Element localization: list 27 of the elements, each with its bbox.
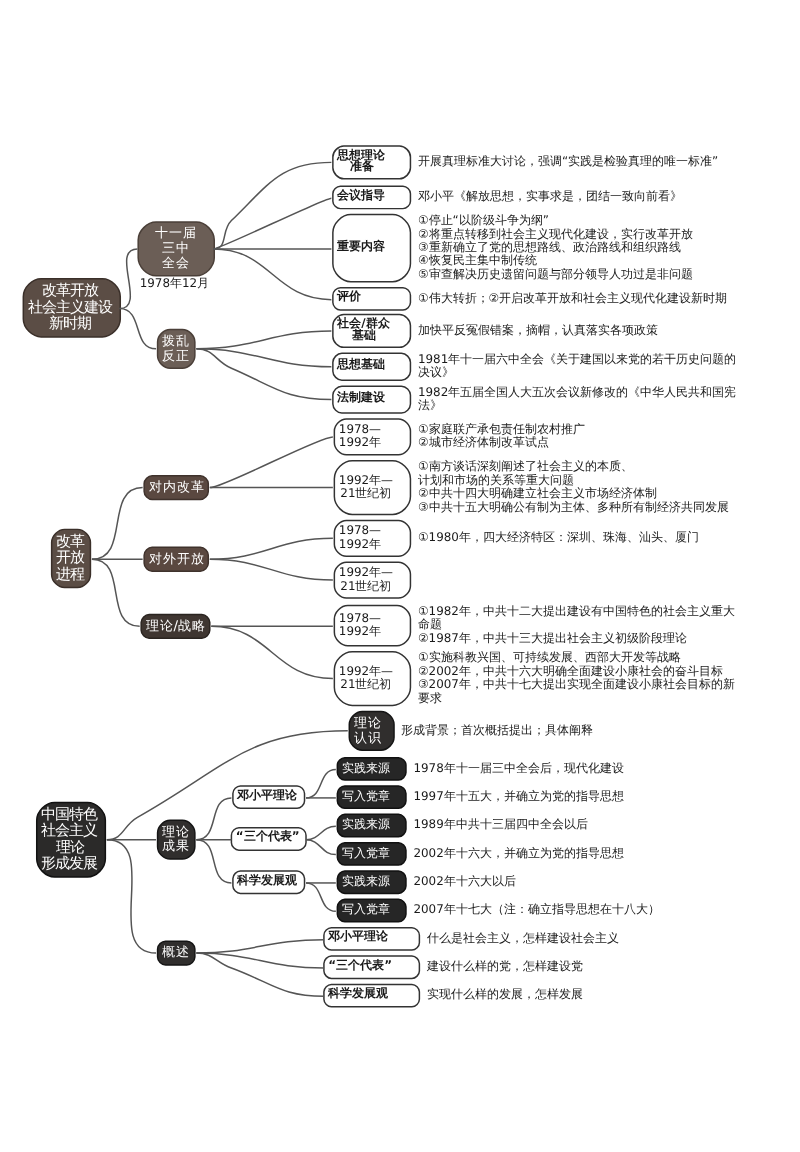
connector [209, 558, 334, 581]
connector [209, 537, 334, 560]
connector [209, 436, 334, 489]
connector [195, 348, 333, 401]
connector [91, 558, 144, 560]
connector [195, 797, 233, 841]
connector [305, 797, 337, 799]
connector [106, 730, 349, 841]
connector [305, 882, 337, 913]
connector [305, 768, 337, 799]
connector [106, 838, 157, 954]
connector [210, 625, 334, 680]
connector [305, 838, 337, 856]
connector [91, 486, 144, 560]
connector [212, 197, 333, 250]
connector [118, 307, 157, 350]
connector [195, 348, 333, 368]
connector [305, 882, 337, 884]
connector [212, 161, 333, 250]
connector [305, 825, 337, 841]
connector [195, 838, 233, 884]
connector [212, 248, 333, 301]
connector [209, 486, 334, 489]
connector [195, 952, 325, 969]
connector [195, 952, 325, 998]
connector [195, 838, 233, 841]
connector [91, 558, 141, 628]
